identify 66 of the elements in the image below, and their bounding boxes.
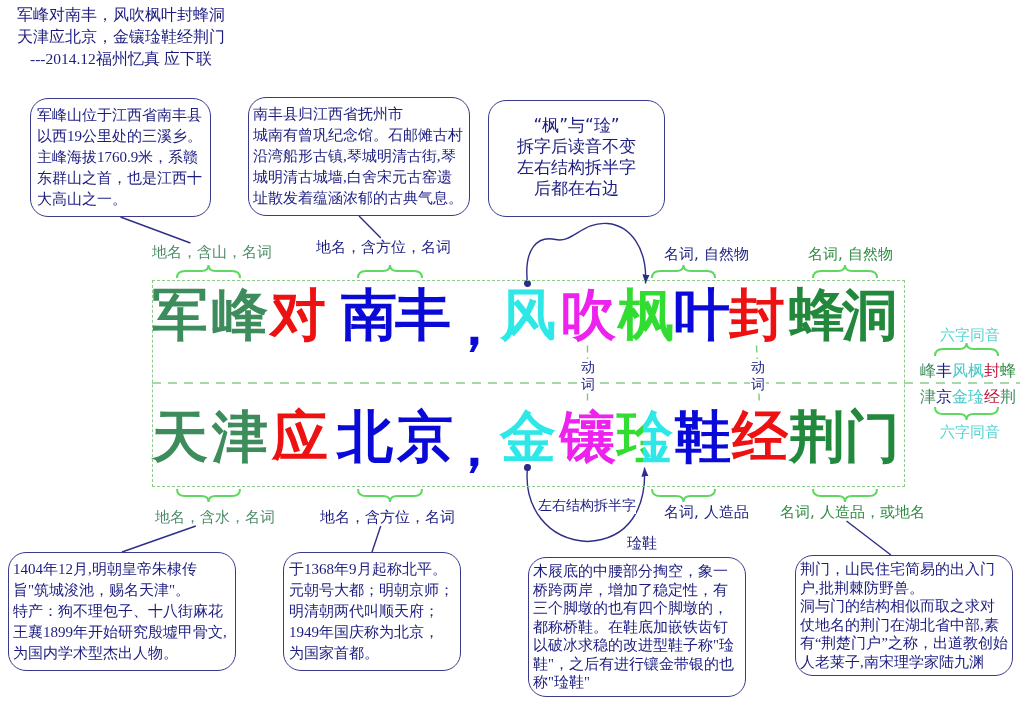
callout-box [795, 555, 1013, 676]
couplet-character: 对 [268, 283, 327, 346]
callout-text: 城南有曾巩纪念馆。石邮傩古村沿湾船形古镇,琴城明清古街,琴城明清古城墙,白舍宋元古窑遗址散发着蕴涵浓郁的古典气息。 [253, 126, 464, 208]
couplet-character: 镶 [558, 405, 617, 468]
leader-line [358, 215, 382, 239]
annotation-text: 名词, 人造品 [664, 503, 749, 521]
couplet-character: 经 [730, 405, 789, 468]
annotation-text: 名词, 自然物 [808, 245, 893, 263]
callout-text: 拆字后读音不变左右结构拆半字后都在右边 [516, 136, 637, 199]
leader-line [121, 525, 197, 553]
annotation-text: 地名，含水，名词 [155, 508, 275, 526]
couplet-character: 天 [150, 405, 209, 468]
couplet-character: 吹 [558, 283, 617, 346]
callout-text: 洞与门的结构相似而取之求对仗地名的荆门在湖北省中部,素有“荆楚门户”之称，出道教创始人老莱子,南宋理学家陆九渊 [800, 597, 1008, 671]
punctuation-mark: ， [465, 445, 482, 476]
edge-label: 左右结构拆半字 [538, 496, 636, 514]
couplet-character: 北 [335, 405, 394, 468]
homophone-text: 峰丰风枫封蜂 [920, 361, 1016, 381]
homophone-text: 津京金琻经荆 [920, 387, 1016, 407]
leader-line [371, 525, 382, 553]
leader-line [845, 520, 892, 556]
couplet-character: 军 [150, 283, 209, 346]
callout-text: 元朝号大都；明朝京师； [289, 581, 455, 600]
couplet-line: 天津应北京，金镶琻鞋经荆门 [17, 28, 225, 47]
callout-heading: 琻鞋 [627, 534, 657, 553]
curved-arrow [524, 464, 649, 543]
callout-text: 荆门，山民住宅简易的出入门户,批荆棘防野兽。 [800, 560, 996, 597]
curved-arrow [524, 222, 650, 287]
edge-label: 动词 [750, 358, 766, 393]
callout-text: 1404年12月,明朝皇帝朱棣传旨"筑城浚池，赐名天津"。 [13, 560, 198, 600]
callout-text: 为国家首都。 [289, 644, 380, 663]
callout-text: 明清朝两代叫顺天府； [289, 602, 440, 621]
callout-text: 木屐底的中腰部分掏空，象一桥跨两岸，增加了稳定性，有三个脚墩的也有四个脚墩的，都称桥鞋。在鞋底加嵌铁齿钉以破冰求稳的改进型鞋子称"琻鞋"，之后有进行镶金带银的也称"琻鞋" [533, 562, 735, 692]
couplet-character: 风 [498, 283, 557, 346]
punctuation-mark: ， [465, 324, 482, 355]
annotation-text: 地名，含方位，名词 [320, 508, 455, 526]
annotation-text: 六字同音 [940, 326, 1000, 344]
couplet-character: 鞋 [673, 405, 732, 468]
callout-text: 于1368年9月起称北平。 [289, 560, 448, 579]
callout-box [283, 552, 461, 671]
couplet-character: 京 [395, 405, 454, 468]
callout-text: “枫”与“琻” [532, 115, 621, 136]
callout-box [488, 100, 665, 217]
callout-text: 1949年国庆称为北京， [289, 623, 440, 642]
couplet-character: 封 [727, 283, 786, 346]
edge-label: 动词 [579, 358, 596, 393]
callout-text: 特产：狗不理包子、十八街麻花 [13, 602, 224, 621]
annotation-text: 名词, 自然物 [664, 245, 749, 263]
annotation-text: 地名，含山，名词 [152, 243, 272, 261]
couplet-character: 枫 [616, 283, 675, 346]
callout-box [8, 552, 236, 671]
callout-text: 军峰山位于江西省南丰县以西19公里处的三溪乡。主峰海拔1760.9米，系赣东群山之首，也是江西十大高山之一。 [37, 106, 203, 209]
couplet-character: 应 [270, 405, 329, 468]
signature-text: ---2014.12福州忆真 应下联 [30, 50, 212, 69]
couplet-character: 峰 [210, 283, 269, 346]
callout-text: 王襄1899年开始研究殷墟甲骨文,为国内学术型杰出人物。 [13, 623, 228, 663]
callout-text: 南丰县归江西省抚州市 [253, 105, 404, 124]
couplet-character: 金 [498, 405, 557, 468]
couplet-character: 津 [210, 405, 269, 468]
leader-line [119, 216, 192, 244]
couplet-line: 军峰对南丰，风吹枫叶封蜂洞 [17, 6, 225, 25]
annotation-text: 地名，含方位，名词 [316, 238, 451, 256]
callout-box [248, 97, 470, 216]
annotation-text: 六字同音 [940, 423, 1000, 441]
callout-box [30, 98, 211, 217]
annotation-text: 名词, 人造品，或地名 [780, 503, 925, 521]
